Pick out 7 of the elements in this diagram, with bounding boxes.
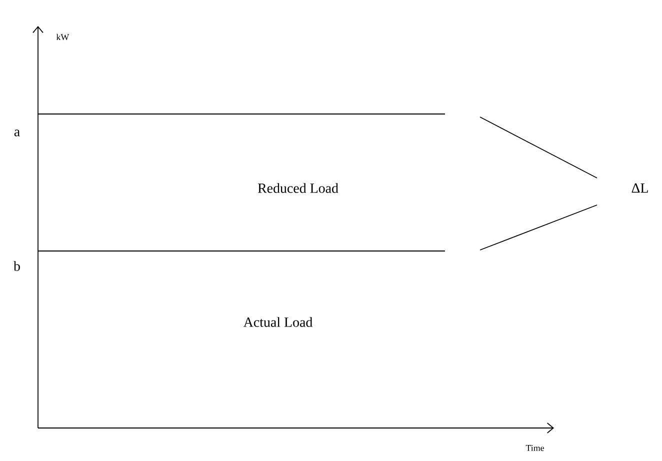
axis-label: a — [14, 130, 20, 136]
axis-label: ΔL — [632, 183, 648, 193]
axis-label: Time — [526, 444, 544, 452]
axis-label: kW — [56, 34, 70, 40]
axis-label: Reduced Load — [258, 183, 338, 193]
axis-label: Actual Load — [243, 317, 313, 327]
axis-label: b — [14, 261, 20, 271]
